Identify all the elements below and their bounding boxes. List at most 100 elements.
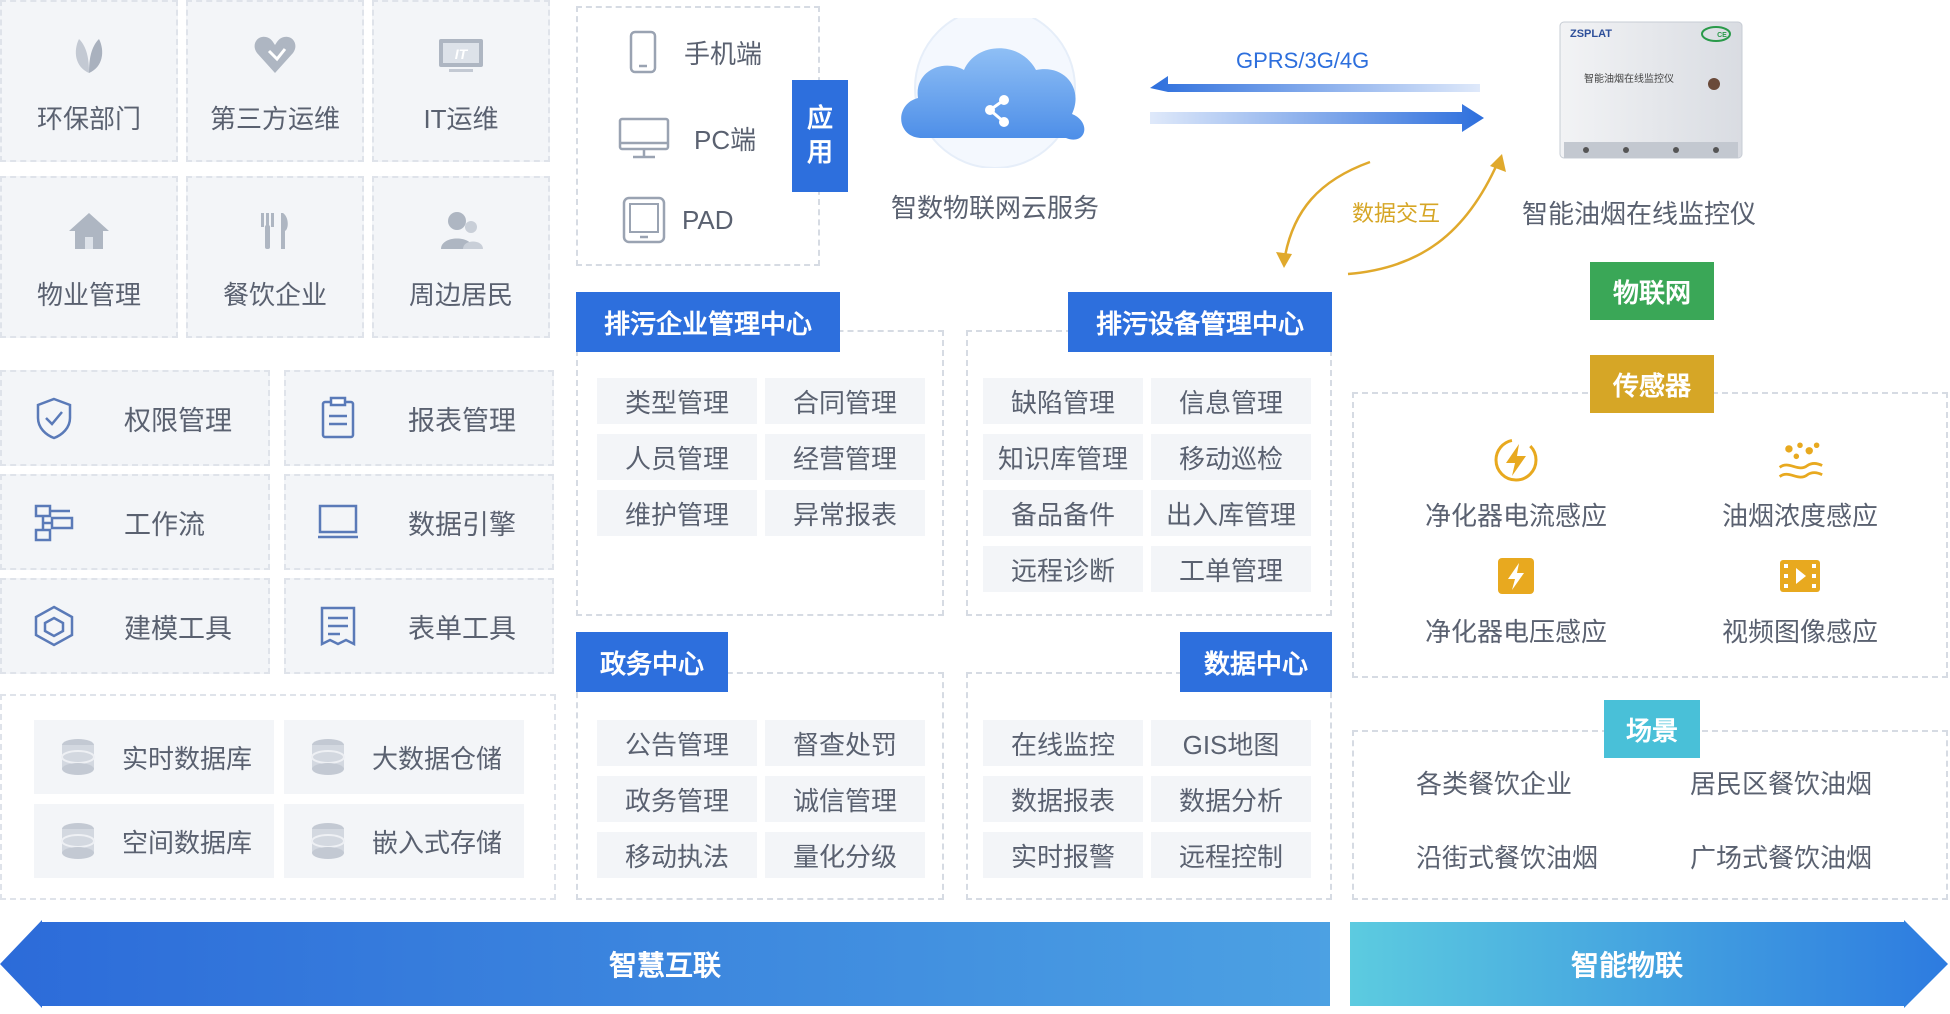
cloud-service[interactable]: 智数物联网云服务: [880, 7, 1110, 228]
tool-permission[interactable]: 权限管理: [0, 370, 270, 466]
clipboard-icon: [312, 392, 364, 444]
app-tag: 应 用: [792, 80, 848, 192]
app-pc[interactable]: PC端: [616, 116, 756, 160]
device-panel-title: 智能油烟在线监控仪: [1584, 74, 1674, 85]
app-tag-char: 应: [806, 103, 833, 134]
tool-label: 表单工具: [408, 613, 516, 644]
tool-label: 建模工具: [124, 613, 232, 644]
app-tag-char: 用: [806, 137, 833, 167]
exchange-arrows: [1276, 154, 1506, 276]
equipment-item[interactable]: 备品备件: [983, 490, 1143, 536]
network-arrows: [1150, 76, 1484, 132]
tool-workflow[interactable]: 工作流: [0, 474, 270, 570]
user-label: 周边居民: [408, 279, 513, 310]
cloud-icon: [901, 7, 1085, 169]
fork-knife-icon: [247, 203, 303, 259]
enterprise-item[interactable]: 类型管理: [597, 378, 757, 424]
cube-icon: [28, 600, 80, 652]
app-label: PC端: [694, 124, 757, 155]
residents-icon: [433, 203, 489, 259]
database-icon: [56, 735, 100, 779]
lightning-circle-icon: [1492, 436, 1540, 484]
sensor-current[interactable]: 净化器电流感应: [1396, 436, 1636, 533]
user-label: 餐饮企业: [222, 279, 327, 310]
scene-item[interactable]: 沿街式餐饮油烟: [1416, 843, 1599, 873]
house-icon: [61, 203, 117, 259]
equipment-item[interactable]: 远程诊断: [983, 546, 1143, 592]
scene-item[interactable]: 居民区餐饮油烟: [1690, 769, 1873, 799]
equipment-item[interactable]: 缺陷管理: [983, 378, 1143, 424]
monitor-icon: [312, 496, 364, 548]
tool-modeling[interactable]: 建模工具: [0, 578, 270, 674]
enterprise-item[interactable]: 经营管理: [765, 434, 925, 480]
data-item[interactable]: 数据分析: [1151, 776, 1311, 822]
user-cell-it-ops[interactable]: IT IT运维: [372, 0, 550, 162]
user-cell-env-dept[interactable]: 环保部门: [0, 0, 178, 162]
tool-form[interactable]: 表单工具: [284, 578, 554, 674]
equipment-item[interactable]: 移动巡检: [1151, 434, 1311, 480]
data-item[interactable]: 远程控制: [1151, 832, 1311, 878]
enterprise-item[interactable]: 合同管理: [765, 378, 925, 424]
enterprise-item[interactable]: 维护管理: [597, 490, 757, 536]
user-label: IT运维: [423, 103, 499, 134]
user-label: 环保部门: [36, 103, 141, 134]
monitor-device[interactable]: CE ZSPLAT 智能油烟在线监控仪: [1556, 18, 1746, 168]
it-icon: IT: [433, 27, 489, 83]
enterprise-item[interactable]: 人员管理: [597, 434, 757, 480]
sensor-label: 净化器电压感应: [1424, 617, 1607, 647]
tool-report[interactable]: 报表管理: [284, 370, 554, 466]
workflow-icon: [28, 496, 80, 548]
gov-center-box: [576, 672, 944, 900]
user-cell-residents[interactable]: 周边居民: [372, 176, 550, 338]
database-icon: [56, 819, 100, 863]
gov-item[interactable]: 移动执法: [597, 832, 757, 878]
app-label: 手机端: [684, 38, 763, 69]
tool-data-engine[interactable]: 数据引擎: [284, 474, 554, 570]
device-image: CE: [1559, 21, 1743, 159]
storage-embedded[interactable]: 嵌入式存储: [284, 804, 524, 878]
app-label: PAD: [682, 204, 734, 235]
desktop-icon: [616, 116, 672, 160]
bottom-bar-left-shape: [0, 920, 1330, 1008]
app-mobile[interactable]: 手机端: [626, 30, 762, 74]
user-cell-restaurant[interactable]: 餐饮企业: [186, 176, 364, 338]
sensor-voltage[interactable]: 净化器电压感应: [1396, 552, 1636, 649]
form-icon: [312, 600, 364, 652]
storage-bigdata[interactable]: 大数据仓储: [284, 720, 524, 794]
app-pad[interactable]: PAD: [620, 196, 734, 244]
data-item[interactable]: 数据报表: [983, 776, 1143, 822]
scene-item[interactable]: 各类餐饮企业: [1416, 769, 1573, 799]
sensor-tag: 传感器: [1590, 355, 1714, 413]
gov-item[interactable]: 量化分级: [765, 832, 925, 878]
enterprise-item[interactable]: 异常报表: [765, 490, 925, 536]
network-label: GPRS/3G/4G: [1236, 48, 1370, 73]
equipment-item[interactable]: 信息管理: [1151, 378, 1311, 424]
user-label: 第三方运维: [209, 103, 340, 134]
scene-tag: 场景: [1604, 700, 1700, 758]
user-cell-property[interactable]: 物业管理: [0, 176, 178, 338]
equipment-item[interactable]: 知识库管理: [983, 434, 1143, 480]
data-item[interactable]: 在线监控: [983, 720, 1143, 766]
storage-label: 大数据仓储: [372, 743, 503, 774]
gov-item[interactable]: 公告管理: [597, 720, 757, 766]
user-cell-third-party[interactable]: 第三方运维: [186, 0, 364, 162]
sensor-smoke[interactable]: 油烟浓度感应: [1680, 436, 1920, 533]
phone-icon: [626, 30, 660, 74]
gov-item[interactable]: 诚信管理: [765, 776, 925, 822]
gov-item[interactable]: 督查处罚: [765, 720, 925, 766]
database-icon: [306, 735, 350, 779]
scene-item[interactable]: 广场式餐饮油烟: [1690, 843, 1873, 873]
storage-spatial-db[interactable]: 空间数据库: [34, 804, 274, 878]
tool-label: 工作流: [124, 509, 205, 540]
sensor-label: 视频图像感应: [1721, 617, 1878, 647]
equipment-item[interactable]: 出入库管理: [1151, 490, 1311, 536]
data-center-box: [966, 672, 1332, 900]
leaf-icon: [61, 27, 117, 83]
equipment-item[interactable]: 工单管理: [1151, 546, 1311, 592]
storage-realtime-db[interactable]: 实时数据库: [34, 720, 274, 794]
sensor-video[interactable]: 视频图像感应: [1680, 552, 1920, 649]
data-item[interactable]: GIS地图: [1151, 720, 1311, 766]
data-item[interactable]: 实时报警: [983, 832, 1143, 878]
user-label: 物业管理: [36, 279, 141, 310]
gov-item[interactable]: 政务管理: [597, 776, 757, 822]
